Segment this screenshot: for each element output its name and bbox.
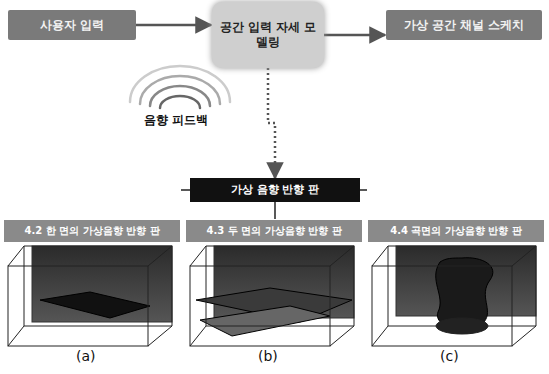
node-text: 4.4 곡면의 가상음향 반향 판 [390,225,522,238]
section-box: 4.4 곡면의 가상음향 반향 판 [368,220,544,242]
section-box: 4.2 한 면의 가상음향 반향 판 [4,220,180,242]
modeling-box: 공간 입력 자세 모델링 [212,2,324,68]
bracket-line [360,189,367,191]
bracket-line [181,189,190,191]
two-plane-reflector-figure [190,246,354,346]
input-box: 사용자 입력 [8,10,136,40]
bracket-line [274,202,276,219]
output-box: 가상 공간 채널 스케치 [386,10,542,40]
node-text: 공간 입력 자세 모델링 [218,20,318,50]
flow-arrow [324,34,385,37]
curved-reflector-figure [372,246,536,346]
feedback-label: 음향 피드백 [144,112,208,129]
figure-tag: (b) [258,348,278,364]
one-plane-reflector-figure [8,246,172,346]
dotted-arrow [268,68,275,178]
figure-tag: (a) [76,348,96,364]
node-text: 4.2 한 면의 가상음향 반향 판 [24,225,159,238]
node-text: 가상 음향 반향 판 [231,183,320,197]
flow-arrow [136,24,211,27]
node-text: 사용자 입력 [40,18,104,33]
node-text: 4.3 두 면의 가상음향 반향 판 [206,225,341,238]
sound-wave-icon [130,66,230,108]
reflector-box: 가상 음향 반향 판 [190,178,360,202]
figure-tag: (c) [440,348,459,364]
node-text: 가상 공간 채널 스케치 [404,18,525,33]
section-box: 4.3 두 면의 가상음향 반향 판 [186,220,362,242]
